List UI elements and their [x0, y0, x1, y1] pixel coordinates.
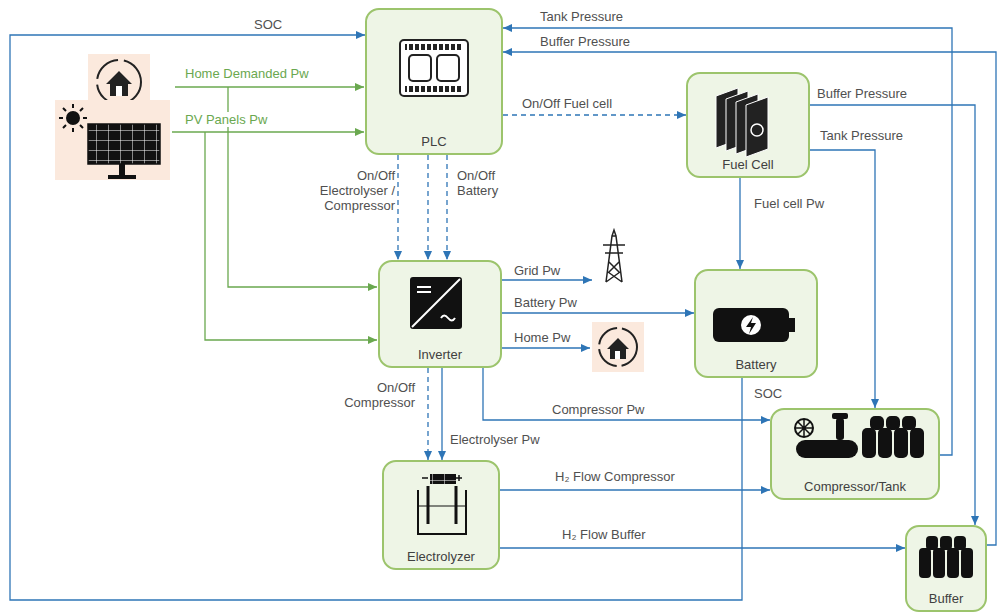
battery-icon — [713, 308, 795, 342]
edge-label: On/Off Battery — [455, 168, 519, 198]
flow-arrow — [502, 312, 694, 313]
edge-label: Tank Pressure — [818, 128, 905, 143]
control-signal — [427, 155, 428, 260]
flow-arrow — [441, 368, 442, 460]
control-signal — [397, 155, 398, 260]
buffer-box: Buffer — [905, 525, 987, 612]
control-signal — [446, 155, 447, 260]
flow-arrow — [739, 178, 740, 269]
flow-arrow — [500, 547, 905, 548]
buffer-icon — [919, 536, 973, 578]
plc-icon — [400, 40, 468, 96]
node-label: Inverter — [380, 347, 500, 362]
flow-arrow — [503, 52, 996, 545]
edge-group — [10, 28, 996, 600]
home-icon — [592, 322, 644, 372]
signal-label: Grid Pw — [512, 263, 562, 278]
edge-label: H₂ Flow Buffer — [560, 527, 648, 542]
fuel-cell-box: Fuel Cell — [686, 72, 810, 178]
flow-arrow — [503, 28, 952, 455]
edge-label: Fuel cell Pw — [752, 196, 826, 211]
electrolyzer-box: Electrolyzer — [382, 460, 500, 570]
node-label: Electrolyzer — [384, 549, 498, 564]
signal-label: SOC — [752, 386, 784, 401]
edge-label: On/Off Electrolyser / Compressor — [298, 168, 397, 213]
edge-label: Tank Pressure — [538, 9, 625, 24]
battery-box: Battery — [694, 269, 818, 378]
edge-label: H₂ Flow Compressor — [553, 469, 677, 484]
pv-panel-icon — [55, 100, 170, 180]
plc-box: PLC — [365, 8, 503, 155]
control-signal — [427, 368, 428, 460]
home-icon — [88, 54, 150, 110]
edge-label: Battery Pw — [512, 295, 579, 310]
edge-label: SOC — [252, 17, 284, 32]
node-label: Fuel Cell — [688, 157, 808, 172]
inverter-icon — [410, 277, 462, 329]
signal-label: Home Pw — [512, 330, 572, 345]
node-label: Battery — [696, 357, 816, 372]
electrolyzer-icon — [418, 474, 466, 534]
flow-arrow — [810, 150, 875, 408]
control-signal — [503, 114, 686, 115]
node-label: PLC — [367, 134, 501, 149]
edge-label: Electrolyser Pw — [448, 432, 542, 447]
fuel-cell-icon — [716, 88, 768, 157]
grid-tower-icon — [603, 230, 625, 282]
node-label: Buffer — [907, 591, 985, 606]
edge-label: Buffer Pressure — [815, 86, 909, 101]
signal-label: Home Demanded Pw — [183, 66, 311, 81]
edge-label: Compressor Pw — [550, 402, 646, 417]
node-label: Compressor/Tank — [772, 479, 938, 494]
edge-label: On/Off Compressor — [318, 380, 417, 410]
compressor-tank-box: Compressor/Tank — [770, 408, 940, 500]
flow-arrow — [500, 489, 770, 490]
compressor-tank-icon — [795, 413, 924, 458]
edge-label: Buffer Pressure — [538, 34, 632, 49]
signal-label: PV Panels Pw — [183, 112, 269, 127]
edge-label: On/Off Fuel cell — [520, 96, 614, 111]
inverter-box: Inverter — [378, 260, 502, 368]
